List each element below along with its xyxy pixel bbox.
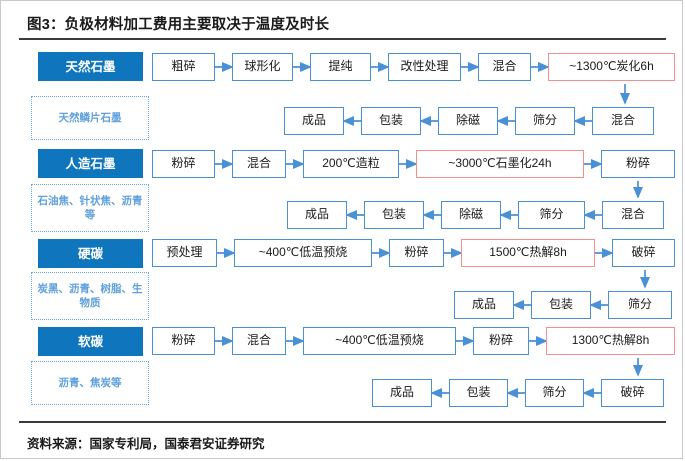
process-step: 粉碎 [473,327,529,355]
process-step: 改性处理 [388,53,461,81]
source-note: 资料来源：国家专利局，国泰君安证券研究 [27,437,265,451]
process-step: 筛分 [525,379,584,407]
process-step: 破碎 [601,379,664,407]
process-step: 粉碎 [152,327,215,355]
process-step: 混合 [232,150,286,178]
feedstock-label-soft-carbon: 沥青、焦炭等 [31,361,149,405]
category-label-natural-graphite: 天然石墨 [38,52,143,81]
process-step: ~400℃低温预烧 [234,239,372,267]
process-step-thermal: 1500℃热解8h [461,239,595,267]
process-step-thermal: ~1300℃炭化6h [548,53,675,81]
category-label-soft-carbon: 软碳 [38,327,143,356]
page-title: 图3：负极材料加工费用主要取决于温度及时长 [27,17,330,33]
process-step-thermal: ~3000℃石墨化24h [416,150,584,178]
process-step: 包装 [361,107,421,135]
process-step: 成品 [372,379,432,407]
process-step: 粗碎 [152,53,215,81]
process-step: 球形化 [232,53,293,81]
process-step: 粉碎 [152,150,215,178]
process-step: 混合 [602,201,664,229]
process-step: 混合 [592,107,654,135]
process-step: 成品 [454,291,514,319]
process-step-thermal: 1300℃热解8h [546,327,675,355]
process-step: 200℃造粒 [303,150,399,178]
category-label-hard-carbon: 硬碳 [38,239,143,268]
process-step: 成品 [287,201,347,229]
process-step: 提纯 [310,53,371,81]
process-step: ~400℃低温预烧 [303,327,456,355]
process-step: 成品 [284,107,344,135]
process-step: 除磁 [438,107,498,135]
process-step: 粉碎 [389,239,444,267]
process-step: 包装 [364,201,424,229]
process-step: 粉碎 [601,150,675,178]
feedstock-label-hard-carbon: 炭黑、沥青、树脂、生物质 [31,272,149,320]
category-label-artificial-graphite: 人造石墨 [38,149,143,178]
process-step: 混合 [478,53,531,81]
process-step: 包装 [531,291,591,319]
process-step: 筛分 [608,291,672,319]
process-step: 预处理 [152,239,217,267]
header-divider [19,38,666,40]
feedstock-label-artificial-graphite: 石油焦、针状焦、沥青等 [31,184,149,232]
process-step: 除磁 [441,201,501,229]
process-step: 筛分 [515,107,575,135]
process-step: 筛分 [518,201,585,229]
feedstock-label-natural-graphite: 天然鳞片石墨 [31,96,149,140]
process-step: 包装 [449,379,508,407]
footer-divider [19,421,666,423]
process-step: 破碎 [612,239,675,267]
process-step: 混合 [232,327,286,355]
